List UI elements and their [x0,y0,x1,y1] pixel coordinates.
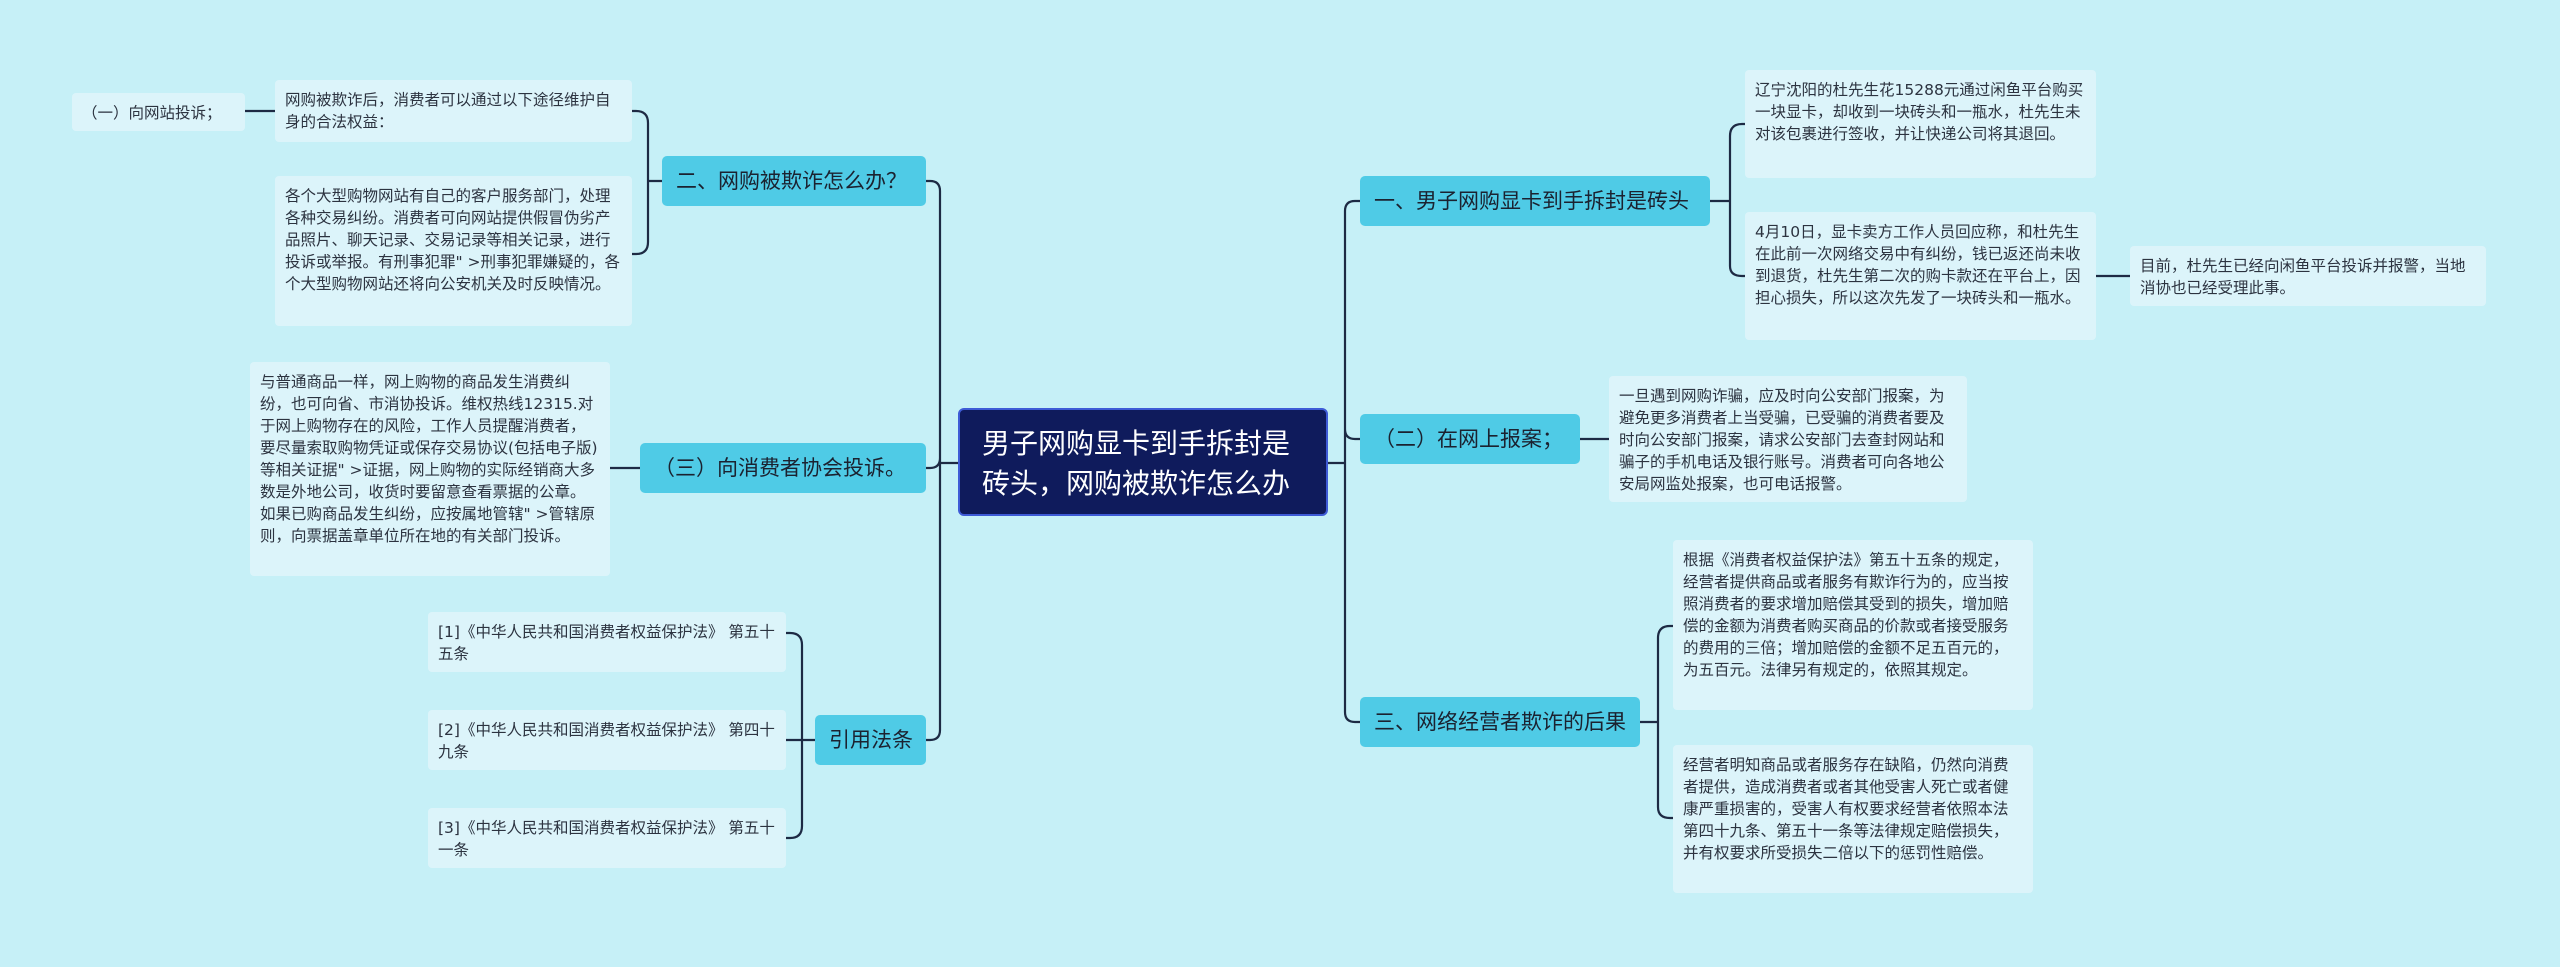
branch-label: 二、网购被欺诈怎么办？ [676,169,907,193]
link-right-trunk [1343,199,1360,724]
leaf-defect-liability[interactable]: 经营者明知商品或者服务存在缺陷，仍然向消费者提供，造成消费者或者其他受害人死亡或… [1673,745,2033,893]
leaf-report-police[interactable]: 一旦遇到网购诈骗，应及时向公安部门报案，为避免更多消费者上当受骗，已受骗的消费者… [1609,376,1967,502]
leaf-text: 根据《消费者权益保护法》第五十五条的规定，经营者提供商品或者服务有欺诈行为的，应… [1683,551,2009,679]
link-b6-leaves [786,631,815,840]
leaf-text: 辽宁沈阳的杜先生花15288元通过闲鱼平台购买一块显卡，却收到一块砖头和一瓶水，… [1755,81,2084,143]
leaf-text: 与普通商品一样，网上购物的商品发生消费纠纷，也可向省、市消协投诉。维权热线123… [260,373,598,545]
leaf-article-55[interactable]: 根据《消费者权益保护法》第五十五条的规定，经营者提供商品或者服务有欺诈行为的，应… [1673,540,2033,710]
link-b1-leaves [1710,122,1745,278]
leaf-seller-response[interactable]: 4月10日，显卡卖方工作人员回应称，和杜先生在此前一次网络交易中有纠纷，钱已返还… [1745,212,2096,340]
leaf-text: 一旦遇到网购诈骗，应及时向公安部门报案，为避免更多消费者上当受骗，已受骗的消费者… [1619,387,1945,493]
root-topic[interactable]: 男子网购显卡到手拆封是砖头，网购被欺诈怎么办 [958,408,1328,516]
leaf-text: [2]《中华人民共和国消费者权益保护法》 第四十九条 [438,721,775,761]
root-title: 男子网购显卡到手拆封是砖头，网购被欺诈怎么办 [982,427,1291,500]
branch-label: 引用法条 [829,728,913,752]
leaf-law-55[interactable]: [1]《中华人民共和国消费者权益保护法》 第五十五条 [428,612,786,672]
branch-what-to-do[interactable]: 二、网购被欺诈怎么办？ [662,156,926,206]
branch-consumer-association[interactable]: （三）向消费者协会投诉。 [640,443,926,493]
link-b3-leaves [1640,624,1673,820]
branch-cited-laws[interactable]: 引用法条 [815,715,926,765]
branch-brick-incident[interactable]: 一、男子网购显卡到手拆封是砖头 [1360,176,1710,226]
link-b4-leaves [632,109,662,256]
leaf-law-49[interactable]: [2]《中华人民共和国消费者权益保护法》 第四十九条 [428,710,786,770]
leaf-text: 各个大型购物网站有自己的客户服务部门，处理各种交易纠纷。消费者可向网站提供假冒伪… [285,187,621,293]
leaf-text: 4月10日，显卡卖方工作人员回应称，和杜先生在此前一次网络交易中有纠纷，钱已返还… [1755,223,2081,307]
branch-label: （三）向消费者协会投诉。 [654,456,906,480]
link-left-trunk [926,179,942,742]
branch-label: 三、网络经营者欺诈的后果 [1374,710,1626,734]
leaf-complaint-status[interactable]: 目前，杜先生已经向闲鱼平台投诉并报警，当地消协也已经受理此事。 [2130,246,2486,306]
leaf-text: （一）向网站投诉； [82,104,222,122]
leaf-text: [1]《中华人民共和国消费者权益保护法》 第五十五条 [438,623,775,663]
branch-report-online[interactable]: （二）在网上报案； [1360,414,1580,464]
leaf-text: 网购被欺诈后，消费者可以通过以下途径维护自身的合法权益： [285,91,611,131]
branch-label: （二）在网上报案； [1374,427,1563,451]
leaf-complain-website[interactable]: （一）向网站投诉； [72,93,245,131]
leaf-website-service[interactable]: 各个大型购物网站有自己的客户服务部门，处理各种交易纠纷。消费者可向网站提供假冒伪… [275,176,632,326]
leaf-incident-purchase[interactable]: 辽宁沈阳的杜先生花15288元通过闲鱼平台购买一块显卡，却收到一块砖头和一瓶水，… [1745,70,2096,178]
leaf-law-51[interactable]: [3]《中华人民共和国消费者权益保护法》 第五十一条 [428,808,786,868]
leaf-rights-intro[interactable]: 网购被欺诈后，消费者可以通过以下途径维护自身的合法权益： [275,80,632,142]
leaf-text: 经营者明知商品或者服务存在缺陷，仍然向消费者提供，造成消费者或者其他受害人死亡或… [1683,756,2009,862]
leaf-text: 目前，杜先生已经向闲鱼平台投诉并报警，当地消协也已经受理此事。 [2140,257,2466,297]
leaf-consumer-complaint[interactable]: 与普通商品一样，网上购物的商品发生消费纠纷，也可向省、市消协投诉。维权热线123… [250,362,610,576]
branch-label: 一、男子网购显卡到手拆封是砖头 [1374,189,1689,213]
leaf-text: [3]《中华人民共和国消费者权益保护法》 第五十一条 [438,819,775,859]
branch-fraud-consequences[interactable]: 三、网络经营者欺诈的后果 [1360,697,1640,747]
